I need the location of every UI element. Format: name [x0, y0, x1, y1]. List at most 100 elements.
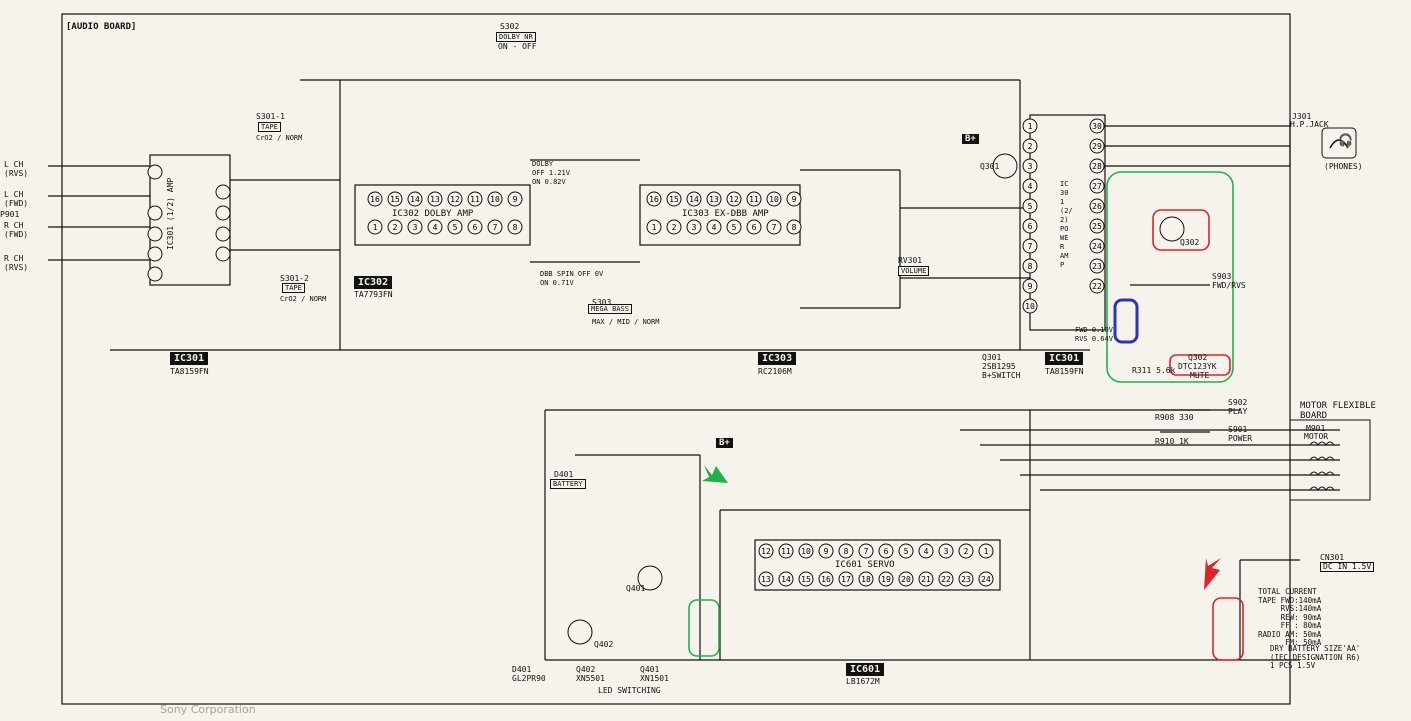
- s303-box[interactable]: MEGA BASS: [588, 304, 632, 314]
- red-highlight-q302-label: [1169, 354, 1231, 376]
- r908-label: R908 330: [1155, 413, 1194, 422]
- s301-1-label: S301-1: [256, 112, 285, 121]
- svg-text:12: 12: [729, 195, 739, 204]
- svg-text:16: 16: [821, 575, 831, 584]
- dc-in-box: DC IN 1.5V: [1320, 562, 1375, 572]
- q401-part: XN1501: [640, 674, 669, 683]
- ic303-pin: 11: [746, 191, 762, 207]
- ic302-pin: 10: [487, 191, 503, 207]
- q301-name: Q301: [982, 353, 1002, 362]
- input-label-lch-fwd: L CH (FWD): [4, 190, 29, 208]
- svg-text:8: 8: [513, 223, 518, 232]
- ic601-pin: 16: [818, 571, 834, 587]
- svg-text:11: 11: [749, 195, 759, 204]
- svg-text:21: 21: [921, 575, 931, 584]
- q302-part: DTC123YK: [1178, 362, 1217, 371]
- ic302-pin: 15: [387, 191, 403, 207]
- svg-text:6: 6: [1028, 222, 1033, 231]
- svg-text:3: 3: [692, 223, 697, 232]
- svg-text:4: 4: [1028, 182, 1033, 191]
- s301-1-box[interactable]: TAPE: [258, 122, 281, 132]
- svg-text:20: 20: [901, 575, 911, 584]
- ic601-pin: 18: [858, 571, 874, 587]
- ic301b-pin: 4: [1022, 178, 1038, 194]
- s301-2-sub: CrO2 / NORM: [280, 295, 327, 303]
- svg-text:9: 9: [513, 195, 518, 204]
- rv301-box[interactable]: VOLUME: [898, 266, 930, 276]
- j301-name: J301: [1292, 112, 1312, 121]
- ic601-pin: 8: [838, 543, 854, 559]
- q401-name: Q401: [640, 665, 660, 674]
- ic301b-pin: 30: [1089, 118, 1105, 134]
- ic301b-pin: 5: [1022, 198, 1038, 214]
- phones-label: (PHONES): [1324, 162, 1363, 171]
- ic303-pin: 12: [726, 191, 742, 207]
- ic301b-pin: 1: [1022, 118, 1038, 134]
- svg-text:29: 29: [1092, 142, 1102, 151]
- s903-sub: FWD/RVS: [1212, 281, 1246, 290]
- bplus-label-led: B+: [716, 438, 733, 448]
- ic303-pin: 6: [746, 219, 762, 235]
- s302-label: S302: [500, 22, 520, 31]
- motor-board-title: MOTOR FLEXIBLE BOARD: [1300, 401, 1376, 421]
- fwd-rvs-voltage: FWD 0.10V RVS 0.64V: [1075, 326, 1113, 343]
- svg-text:6: 6: [752, 223, 757, 232]
- svg-text:2: 2: [672, 223, 677, 232]
- svg-text:18: 18: [861, 575, 871, 584]
- svg-text:10: 10: [490, 195, 500, 204]
- svg-text:30: 30: [1092, 122, 1102, 131]
- svg-text:9: 9: [1028, 282, 1033, 291]
- input-label-lch-rvs: L CH (RVS): [4, 160, 29, 178]
- s301-2-box[interactable]: TAPE: [282, 283, 305, 293]
- ic301b-pin: 8: [1022, 258, 1038, 274]
- ic601-pin: 15: [798, 571, 814, 587]
- red-highlight-q302: [1152, 209, 1210, 251]
- q301-name-top: Q301: [980, 162, 1000, 171]
- svg-text:22: 22: [1092, 282, 1102, 291]
- svg-text:28: 28: [1092, 162, 1102, 171]
- dbb-note: DBB SPIN OFF 0V ON 0.71V: [540, 270, 604, 287]
- svg-text:10: 10: [1025, 302, 1035, 311]
- ic601-pin: 4: [918, 543, 934, 559]
- svg-text:11: 11: [781, 547, 791, 556]
- svg-text:22: 22: [941, 575, 951, 584]
- battery-note: DRY BATTERY SIZE'AA' (IEC DESIGNATION R6…: [1270, 644, 1361, 670]
- ic601-tag: IC601: [846, 663, 885, 676]
- svg-text:1: 1: [652, 223, 657, 232]
- q402-name: Q402: [576, 665, 596, 674]
- s302-box[interactable]: DOLBY NR: [496, 32, 536, 42]
- ic601-pin: 5: [898, 543, 914, 559]
- d401-part: GL2PR90: [512, 674, 546, 683]
- ic302-pin: 5: [447, 219, 463, 235]
- d401-name: D401: [512, 665, 532, 674]
- ic601-pin: 13: [758, 571, 774, 587]
- svg-text:13: 13: [761, 575, 771, 584]
- ic302-tag: IC302: [354, 276, 393, 289]
- red-arrow-icon: [1204, 558, 1221, 590]
- ic302-pin: 11: [467, 191, 483, 207]
- board-frame: [61, 13, 1291, 705]
- red-highlight-c314: [1212, 597, 1244, 661]
- footer-text: Sony Corporation: [160, 703, 256, 716]
- input-label-rch-rvs: R CH (RVS): [4, 254, 29, 272]
- ic302-pin: 4: [427, 219, 443, 235]
- svg-text:17: 17: [841, 575, 851, 584]
- svg-text:5: 5: [1028, 202, 1033, 211]
- svg-text:11: 11: [470, 195, 480, 204]
- d401-name-top: D401: [554, 470, 574, 479]
- svg-text:3: 3: [944, 547, 949, 556]
- led-switching-label: LED SWITCHING: [598, 686, 661, 695]
- ic303-name: IC303 EX-DBB AMP: [682, 209, 769, 219]
- ic302-pin: 6: [467, 219, 483, 235]
- ic303-pin: 14: [686, 191, 702, 207]
- q301-part: 2SB1295: [982, 362, 1016, 371]
- ic302-pin: 3: [407, 219, 423, 235]
- ic303-pin: 7: [766, 219, 782, 235]
- ic601-pin: 22: [938, 571, 954, 587]
- svg-text:7: 7: [493, 223, 498, 232]
- m901-role: MOTOR: [1304, 432, 1329, 441]
- s303-label: S303: [592, 298, 612, 307]
- q302-name-top: Q302: [1180, 238, 1200, 247]
- ic303-pin: 1: [646, 219, 662, 235]
- svg-text:25: 25: [1092, 222, 1102, 231]
